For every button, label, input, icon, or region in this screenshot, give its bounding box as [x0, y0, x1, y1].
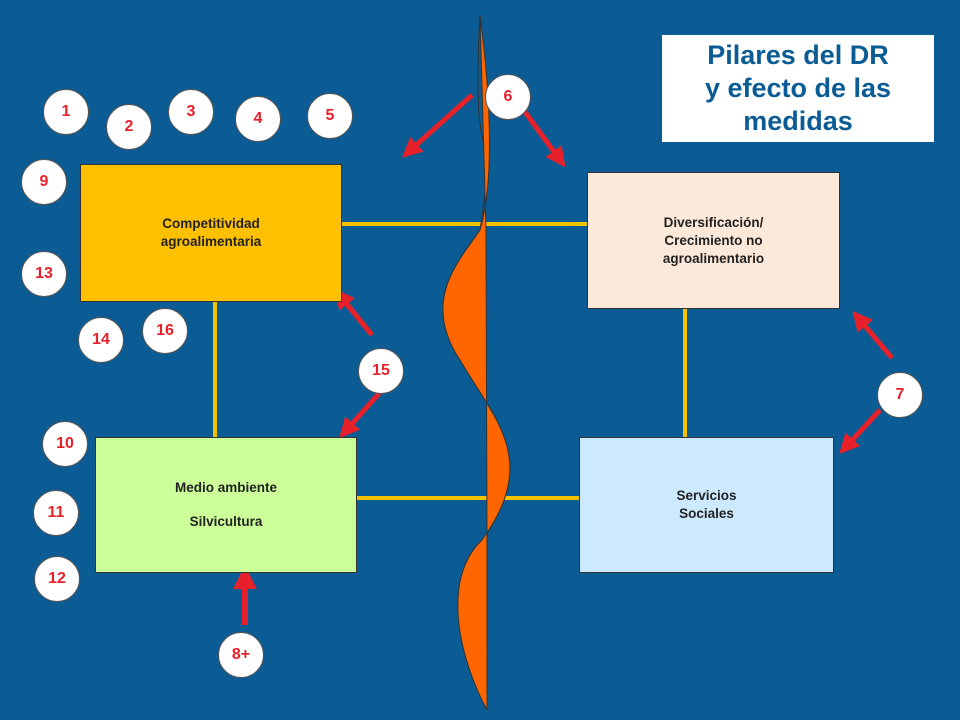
arrow-15-up [334, 288, 374, 337]
measure-1: 1 [43, 89, 89, 135]
box-diversificacion-line2: Crecimiento no [664, 232, 763, 248]
box-medio-ambiente: Medio ambiente Silvicultura [95, 437, 357, 573]
box-servicios-line2: Sociales [679, 506, 734, 521]
measure-9: 9 [21, 159, 67, 205]
measure-8-plus: 8+ [218, 632, 264, 678]
box-competitividad-line2: agroalimentaria [160, 234, 262, 249]
measure-3: 3 [168, 89, 214, 135]
box-competitividad-line1: Competitividad [162, 216, 260, 231]
box-servicios-line1: Servicios [676, 488, 737, 503]
arrow-6-left [402, 93, 474, 158]
box-servicios: Servicios Sociales [579, 437, 834, 573]
measure-14: 14 [78, 317, 124, 363]
box-competitividad: Competitividad agroalimentaria [80, 164, 342, 302]
title-line-1: Pilares del DR [707, 40, 889, 70]
box-diversificacion-line1: Diversificación/ [663, 214, 764, 230]
measure-4: 4 [235, 96, 281, 142]
box-medio-ambiente-line1: Medio ambiente [174, 480, 277, 495]
arrow-7-down [839, 408, 882, 454]
box-diversificacion-line3: agroalimentario [662, 250, 765, 266]
measure-15: 15 [358, 348, 404, 394]
arrow-6-right [522, 110, 566, 168]
measure-2: 2 [106, 104, 152, 150]
measure-10: 10 [42, 421, 88, 467]
title-line-2: y efecto de las [704, 73, 892, 103]
measure-5: 5 [307, 93, 353, 139]
measure-7: 7 [877, 372, 923, 418]
arrow-15-down [339, 388, 384, 438]
measure-16: 16 [142, 308, 188, 354]
title-line-3: medidas [743, 106, 853, 136]
box-medio-ambiente-line2: Silvicultura [189, 514, 263, 529]
measure-12: 12 [34, 556, 80, 602]
arrow-7-up [852, 310, 894, 360]
measure-11: 11 [33, 490, 79, 536]
wave-fill [442, 14, 511, 711]
box-diversificacion: Diversificación/ Crecimiento no agroalim… [587, 172, 840, 309]
measure-6: 6 [485, 74, 531, 120]
measure-13: 13 [21, 251, 67, 297]
title-panel: Pilares del DR y efecto de las medidas [662, 35, 934, 142]
